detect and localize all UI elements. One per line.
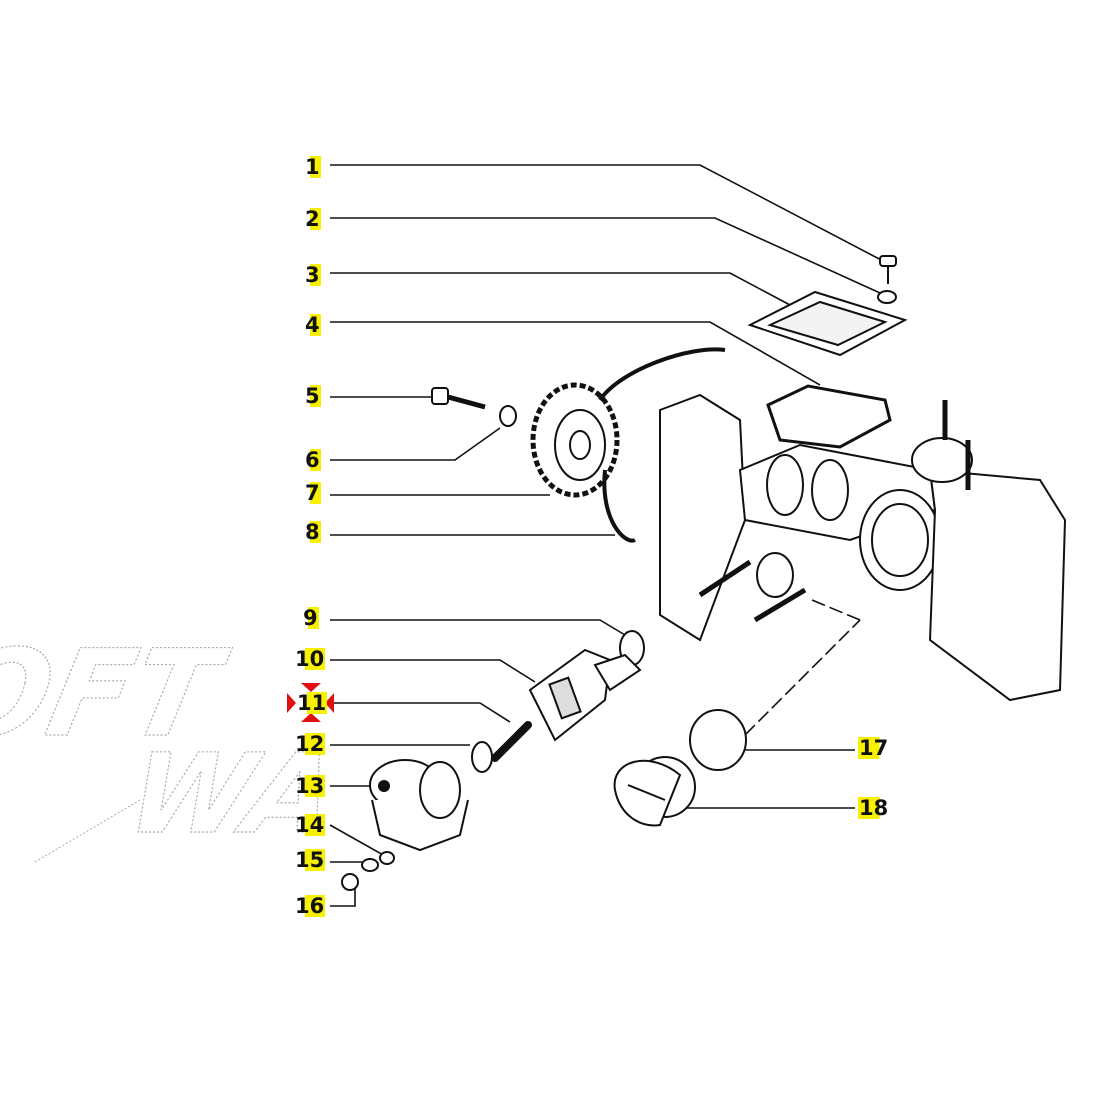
callout-5[interactable]: 5 [304, 384, 321, 408]
leader-lines [329, 164, 886, 907]
callout-17[interactable]: 17 [858, 736, 890, 760]
axis-line-17 [744, 619, 861, 736]
callout-1[interactable]: 1 [304, 155, 321, 179]
part-housing [659, 393, 1067, 702]
callout-6[interactable]: 6 [304, 448, 321, 472]
selection-marker [287, 683, 334, 722]
callout-14[interactable]: 14 [294, 813, 326, 837]
leader-line-11 [330, 702, 511, 723]
part-nut [341, 873, 359, 891]
leader-line-9 [330, 619, 626, 636]
part-flange [528, 648, 642, 742]
part-screw [879, 255, 897, 284]
part-gasket [766, 384, 892, 449]
callout-2[interactable]: 2 [304, 207, 321, 231]
part-washer [877, 290, 897, 304]
callout-12[interactable]: 12 [294, 732, 326, 756]
leader-line-16 [330, 888, 356, 907]
part-seal [471, 741, 493, 773]
callout-11[interactable]: 11 [296, 691, 328, 715]
part-washer-15 [361, 858, 379, 872]
callout-16[interactable]: 16 [294, 894, 326, 918]
part-pushrod [491, 721, 532, 762]
part-sprocket [530, 382, 620, 498]
part-washer-6 [499, 405, 517, 427]
leader-line-6 [330, 427, 501, 461]
parts [341, 255, 1067, 891]
callout-15[interactable]: 15 [294, 848, 326, 872]
part-ring-17 [689, 709, 747, 771]
callout-8[interactable]: 8 [304, 520, 321, 544]
part-cap [613, 756, 696, 827]
leader-line-4 [330, 321, 821, 386]
part-belt [598, 347, 726, 543]
callout-3[interactable]: 3 [304, 263, 321, 287]
callout-13[interactable]: 13 [294, 774, 326, 798]
part-bolt [431, 387, 486, 410]
leader-line-14 [329, 824, 386, 857]
axis-line-tensioner [811, 599, 861, 621]
callout-7[interactable]: 7 [304, 481, 321, 505]
leader-line-2 [330, 217, 881, 294]
leader-line-10 [330, 659, 536, 683]
leader-line-1 [330, 164, 886, 263]
part-washer-14 [379, 851, 395, 865]
callout-18[interactable]: 18 [858, 796, 890, 820]
leader-line-3 [330, 272, 791, 306]
part-fuel-pump [369, 759, 469, 852]
callout-4[interactable]: 4 [304, 313, 321, 337]
part-cover [747, 290, 908, 357]
callout-10[interactable]: 10 [294, 647, 326, 671]
callout-9[interactable]: 9 [302, 606, 319, 630]
svg-text:SOFT: SOFT [0, 623, 238, 763]
